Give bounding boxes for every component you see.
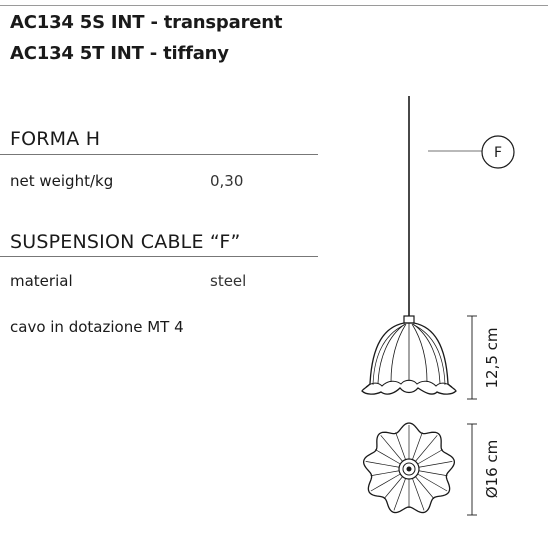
top-view-rib (370, 473, 401, 492)
height-dimension-line (467, 315, 477, 400)
top-view-rib (417, 473, 448, 492)
top-view-rib (383, 476, 403, 500)
top-view-rib (380, 435, 403, 462)
diameter-dimension-label: Ø16 cm (483, 440, 501, 499)
top-view-rib (418, 461, 453, 468)
lamp-side-view (361, 315, 457, 395)
top-view-rib (415, 435, 438, 462)
top-view-rib (370, 470, 400, 477)
net-weight-value: 0,30 (210, 172, 244, 190)
top-divider (0, 5, 548, 6)
product-title-tiffany: AC134 5T INT - tiffany (10, 43, 229, 64)
top-view-rib (393, 478, 406, 511)
top-view-rib (415, 476, 435, 500)
top-view-rib (417, 449, 443, 465)
top-view-rib (365, 461, 400, 468)
suspension-divider (0, 256, 318, 257)
suspension-heading: SUSPENSION CABLE “F” (10, 231, 241, 253)
top-view-rib (418, 470, 448, 477)
product-title-transparent: AC134 5S INT - transparent (10, 12, 283, 33)
forma-divider (0, 154, 318, 155)
material-label: material (10, 272, 73, 290)
top-view-rib (412, 432, 423, 460)
diameter-dimension-line (467, 423, 477, 516)
cable-note: cavo in dotazione MT 4 (10, 318, 184, 336)
material-value: steel (210, 272, 247, 290)
lamp-top-view (362, 422, 456, 514)
height-dimension-label: 12,5 cm (483, 327, 501, 388)
top-view-rib (412, 478, 425, 511)
forma-heading: FORMA H (10, 128, 101, 150)
net-weight-label: net weight/kg (10, 172, 114, 190)
cable-marker-label: F (494, 145, 502, 161)
top-view-rib (375, 449, 401, 465)
cable-marker-circle (481, 135, 515, 169)
top-view-rib (395, 432, 406, 460)
